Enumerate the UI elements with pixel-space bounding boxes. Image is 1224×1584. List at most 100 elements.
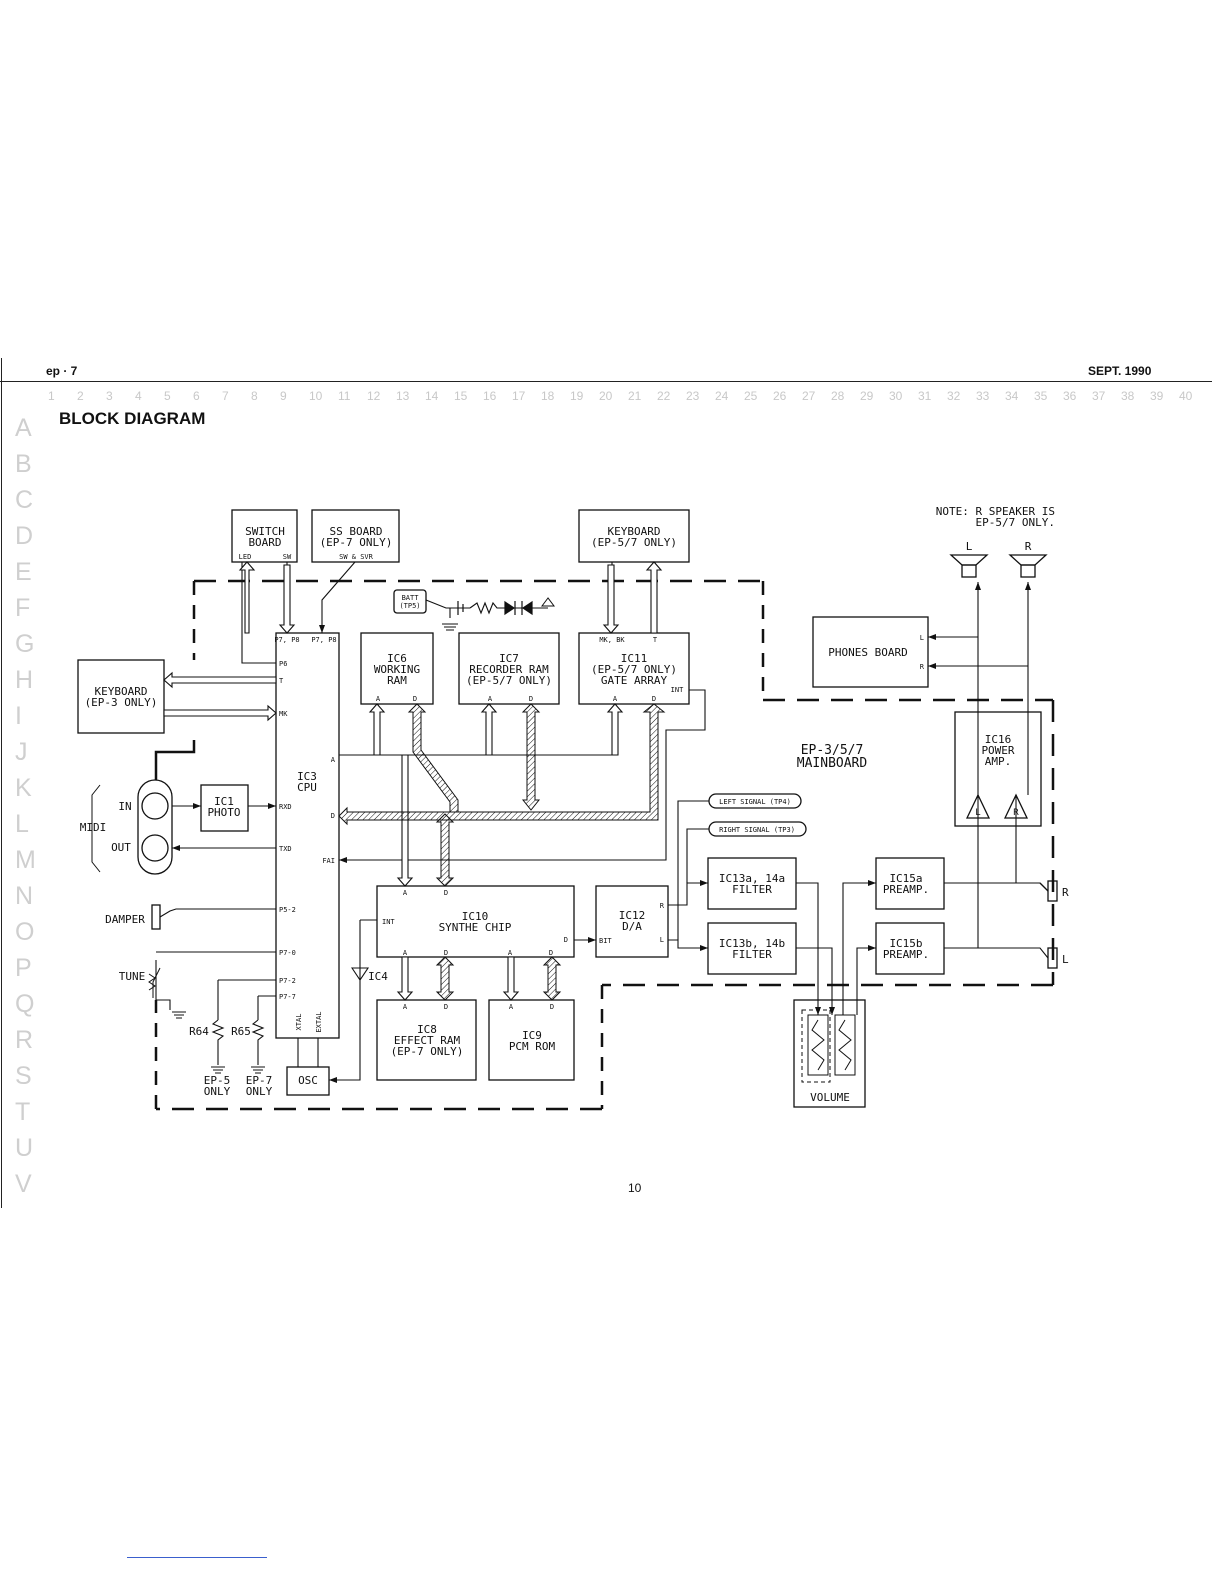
ic11-label: GATE ARRAY — [601, 674, 668, 687]
diagram-label: D — [444, 889, 448, 897]
ic15a-label: PREAMP. — [883, 883, 929, 896]
pin-label: LED — [239, 553, 252, 561]
ic12-label: D/A — [622, 920, 642, 933]
diagram-label: A — [488, 695, 493, 703]
pin-label: XTAL — [295, 1014, 303, 1031]
column-number: 11 — [338, 389, 351, 403]
pin-label: EXTAL — [315, 1011, 323, 1032]
diagram-label: MK — [279, 710, 288, 718]
ic15b-label: PREAMP. — [883, 948, 929, 961]
column-number: 38 — [1121, 389, 1135, 403]
row-letter: R — [15, 1026, 34, 1054]
phones-board-box — [812, 616, 929, 688]
switch-board-box — [231, 509, 298, 563]
pin-label: SW — [283, 553, 292, 561]
jack-r-label: R — [1062, 886, 1069, 899]
ic9-label: IC9 — [522, 1029, 542, 1042]
diagram-label: D — [550, 1003, 554, 1011]
row-letter: M — [15, 846, 36, 874]
ic7-label: IC7 — [499, 652, 519, 665]
row-letter: V — [15, 1170, 32, 1198]
column-number: 31 — [918, 389, 932, 403]
damper-jack-icon — [151, 904, 161, 930]
batt-label: BATT — [402, 594, 420, 602]
column-number: 14 — [425, 389, 439, 403]
batt-label: (TP5) — [399, 602, 420, 610]
diagram-label: A — [403, 889, 408, 897]
mainboard-label: EP-3/5/7 — [801, 743, 864, 758]
ic11-label: IC11 — [621, 652, 648, 665]
diagram-label: L — [975, 808, 980, 818]
diagram-label: D — [331, 812, 335, 820]
column-number: 37 — [1092, 389, 1106, 403]
damper-label: DAMPER — [105, 913, 145, 926]
diagram-label: T — [653, 636, 658, 644]
ic9-label: PCM ROM — [509, 1040, 556, 1053]
row-letter: G — [15, 630, 35, 658]
keyboard-ep57-box — [578, 509, 690, 563]
ss-board-box — [311, 509, 400, 563]
diagram-label: P7-0 — [279, 949, 296, 957]
ic12-label: IC12 — [619, 909, 646, 922]
keyboard-ep3-label: KEYBOARD — [95, 685, 148, 698]
midi-out-jack-icon — [141, 834, 169, 862]
diagram-label: R — [920, 663, 925, 671]
column-number: 40 — [1179, 389, 1193, 403]
column-number: 5 — [164, 389, 171, 403]
midi-in-label: IN — [118, 800, 131, 813]
diagram-label: R — [1013, 808, 1019, 818]
ic8-label: (EP-7 ONLY) — [391, 1045, 464, 1058]
ic10-box — [376, 885, 575, 958]
diagram-label: D — [564, 936, 568, 944]
column-number: 28 — [831, 389, 845, 403]
diagram-label: INT — [671, 686, 684, 694]
r64-label: R64 — [189, 1025, 209, 1038]
column-number: 3 — [106, 389, 113, 403]
phones-board-label: PHONES BOARD — [828, 646, 907, 659]
column-number: 15 — [454, 389, 468, 403]
tune-label: TUNE — [119, 970, 146, 983]
row-letter: A — [15, 414, 32, 442]
column-number: 33 — [976, 389, 990, 403]
column-number: 26 — [773, 389, 787, 403]
column-number: 4 — [135, 389, 142, 403]
diagram-label: P7, P8 — [311, 636, 336, 644]
tune-pot-icon — [148, 973, 156, 991]
keyboard-ep57-label: KEYBOARD — [608, 525, 661, 538]
diagram-label: A — [331, 756, 336, 764]
column-number: 16 — [483, 389, 497, 403]
left-signal-label: LEFT SIGNAL (TP4) — [719, 798, 791, 806]
page-number: 10 — [628, 1181, 642, 1195]
diagram-label: A — [613, 695, 618, 703]
diagram-label: D — [652, 695, 656, 703]
diagram-label: MK, BK — [599, 636, 625, 644]
ep5-only-label: EP-5 — [204, 1074, 231, 1087]
volume-box — [793, 999, 866, 1108]
switch-board-label: BOARD — [248, 536, 281, 549]
page-title: BLOCK DIAGRAM — [59, 409, 206, 428]
diagram-label: D — [529, 695, 533, 703]
ep7-only-label: EP-7 — [246, 1074, 273, 1087]
diagram-label: D — [549, 949, 553, 957]
ep7-only-label: ONLY — [246, 1085, 273, 1098]
ic13b-label: IC13b, 14b — [719, 937, 785, 950]
ic7-label: (EP-5/7 ONLY) — [466, 674, 552, 687]
ic16-label: AMP. — [985, 755, 1012, 768]
ep5-only-label: ONLY — [204, 1085, 231, 1098]
wire-ss — [319, 561, 356, 633]
row-letter: D — [15, 522, 34, 550]
row-letter: H — [15, 666, 34, 694]
row-letter: Q — [15, 990, 35, 1018]
column-number: 18 — [541, 389, 555, 403]
midi-connector-housing — [137, 779, 173, 875]
column-number: 10 — [309, 389, 323, 403]
ic6-box — [360, 632, 434, 705]
column-number: 34 — [1005, 389, 1019, 403]
ic3-box — [275, 632, 340, 1039]
column-number: 32 — [947, 389, 961, 403]
row-letter: O — [15, 918, 35, 946]
column-number: 39 — [1150, 389, 1164, 403]
data-bus — [338, 703, 666, 1001]
ic9-box — [488, 999, 575, 1081]
